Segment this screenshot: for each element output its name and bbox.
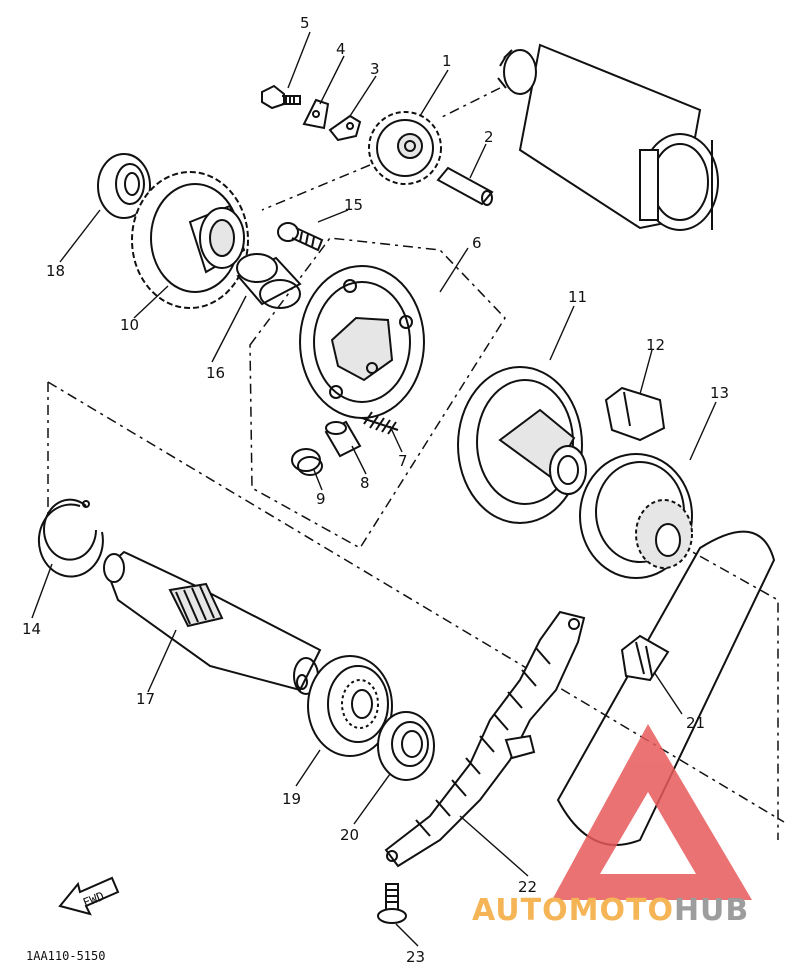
label-6: 6 — [472, 234, 482, 252]
watermark-brand: AUTOMOTOHUB — [472, 893, 749, 928]
part-16-collar — [236, 253, 302, 309]
part-8-plunger — [324, 420, 362, 458]
label-23: 23 — [406, 948, 425, 966]
part-14-circlip — [37, 498, 104, 578]
label-21: 21 — [686, 714, 705, 732]
part-13-drum — [579, 453, 693, 579]
part-17-shaft — [103, 550, 322, 695]
leader-lines — [31, 31, 717, 947]
label-4: 4 — [336, 40, 346, 58]
watermark-hub: HUB — [674, 893, 749, 928]
part-19-bearing — [307, 655, 393, 757]
label-19: 19 — [282, 790, 301, 808]
label-17: 17 — [136, 690, 155, 708]
label-2: 2 — [484, 128, 494, 146]
fwd-arrow-icon: FWD — [58, 876, 120, 916]
label-11: 11 — [568, 288, 587, 306]
label-10: 10 — [120, 316, 139, 334]
watermark-auto: AUTO — [472, 893, 569, 928]
label-12: 12 — [646, 336, 665, 354]
part-11-hub — [457, 366, 587, 524]
part-3-plate — [328, 114, 362, 142]
part-23-screw — [377, 883, 407, 924]
part-4-plate — [302, 98, 330, 130]
label-22: 22 — [518, 878, 537, 896]
part-5-bolt — [261, 84, 301, 110]
label-3: 3 — [370, 60, 380, 78]
part-20-seal — [377, 711, 435, 781]
part-12-damper — [604, 386, 666, 442]
part-21-spacer — [620, 634, 670, 682]
chain-loop — [556, 530, 776, 846]
label-9: 9 — [316, 490, 326, 508]
label-14: 14 — [22, 620, 41, 638]
watermark-triangle-icon — [552, 724, 752, 900]
label-1: 1 — [442, 52, 452, 70]
label-20: 20 — [340, 826, 359, 844]
part-2-shaft — [436, 166, 494, 206]
part-6-clutch — [299, 265, 425, 419]
part-15-bolt — [277, 222, 324, 252]
part-1-gear — [368, 111, 442, 185]
label-15: 15 — [344, 196, 363, 214]
starter-motor — [497, 43, 719, 231]
watermark-moto: MOTO — [569, 893, 674, 928]
part-18-bearing — [97, 153, 151, 219]
part-9-roller — [291, 448, 323, 476]
part-labels: 5 4 3 1 2 6 7 8 9 10 11 12 13 14 15 16 1… — [22, 14, 729, 966]
part-7-spring — [361, 411, 399, 435]
part-22-guide — [384, 610, 586, 868]
label-7: 7 — [398, 452, 408, 470]
label-8: 8 — [360, 474, 370, 492]
label-16: 16 — [206, 364, 225, 382]
label-5: 5 — [300, 14, 310, 32]
label-18: 18 — [46, 262, 65, 280]
part-10-gear — [131, 171, 249, 309]
watermark: AUTOMOTOHUB — [472, 724, 752, 928]
label-13: 13 — [710, 384, 729, 402]
diagram-code: 1AA110-5150 — [26, 949, 105, 963]
